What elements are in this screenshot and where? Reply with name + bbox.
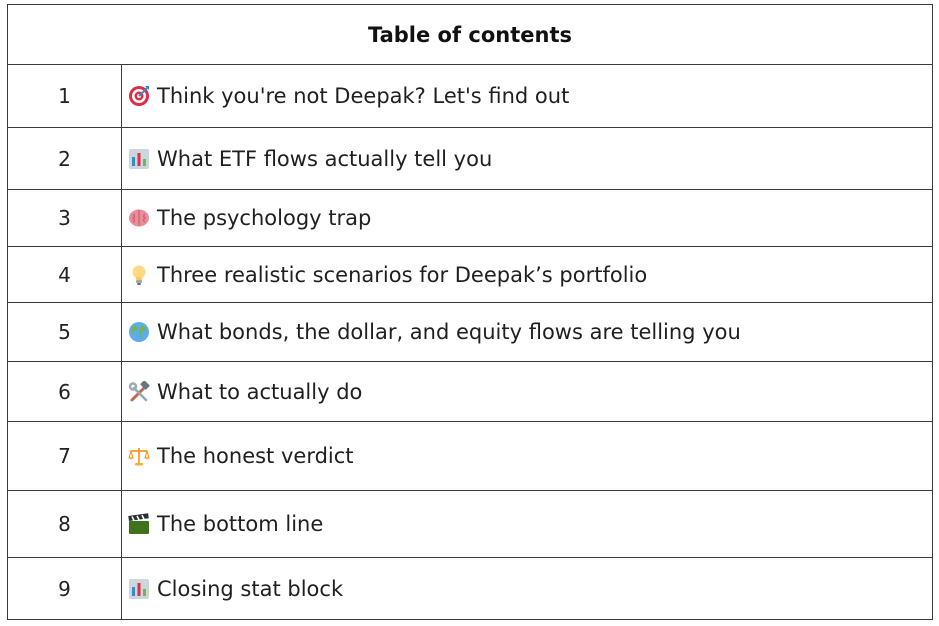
table-row: 6 What to actually do <box>7 361 933 422</box>
row-number: 2 <box>7 127 122 190</box>
row-title: What ETF flows actually tell you <box>157 146 493 171</box>
table-row: 7 The honest verdict <box>7 421 933 491</box>
light-bulb-icon <box>128 264 150 286</box>
row-number: 9 <box>7 557 122 620</box>
row-title-cell: The honest verdict <box>121 421 933 491</box>
row-title-cell: The psychology trap <box>121 189 933 247</box>
row-title-cell: Three realistic scenarios for Deepak’s p… <box>121 246 933 303</box>
row-title-cell: Think you're not Deepak? Let's find out <box>121 64 933 128</box>
table-row: 5 What bonds, the dollar, and equity flo… <box>7 302 933 362</box>
row-title: What bonds, the dollar, and equity flows… <box>157 320 741 344</box>
table-row: 3 The psychology trap <box>7 189 933 247</box>
row-title-cell: Closing stat block <box>121 557 933 620</box>
table-of-contents: Table of contents 1 <box>7 4 933 620</box>
table-header: Table of contents <box>7 4 933 65</box>
row-title: Closing stat block <box>157 576 344 601</box>
bar-chart-icon <box>128 578 150 600</box>
row-number: 5 <box>7 302 122 362</box>
scales-icon <box>128 445 150 467</box>
row-number: 7 <box>7 421 122 491</box>
row-title-cell: What ETF flows actually tell you <box>121 127 933 190</box>
row-number: 1 <box>7 64 122 128</box>
row-title-cell: The bottom line <box>121 490 933 558</box>
row-number: 6 <box>7 361 122 422</box>
row-title: What to actually do <box>157 379 363 404</box>
row-title: The honest verdict <box>157 444 354 468</box>
row-title: The psychology trap <box>157 206 372 230</box>
table-row: 8 The bottom line <box>7 490 933 558</box>
table-row: 4 Three realistic scenarios for Deepak’s… <box>7 246 933 303</box>
table-row: 2 What ETF flows actually tell you <box>7 127 933 190</box>
row-number: 4 <box>7 246 122 303</box>
clapperboard-icon <box>128 513 150 535</box>
brain-icon <box>128 207 150 229</box>
table-row: 9 Closing stat block <box>7 557 933 620</box>
row-title-cell: What bonds, the dollar, and equity flows… <box>121 302 933 362</box>
row-title: Think you're not Deepak? Let's find out <box>157 84 570 108</box>
row-number: 3 <box>7 189 122 247</box>
row-number: 8 <box>7 490 122 558</box>
row-title: Three realistic scenarios for Deepak’s p… <box>157 262 648 287</box>
bar-chart-icon <box>128 148 150 170</box>
table-row: 1 Think you're not Deepak? Let's fin <box>7 64 933 128</box>
globe-icon <box>128 321 150 343</box>
row-title-cell: What to actually do <box>121 361 933 422</box>
target-icon <box>128 85 150 107</box>
hammer-wrench-icon <box>128 380 150 403</box>
row-title: The bottom line <box>157 512 324 536</box>
